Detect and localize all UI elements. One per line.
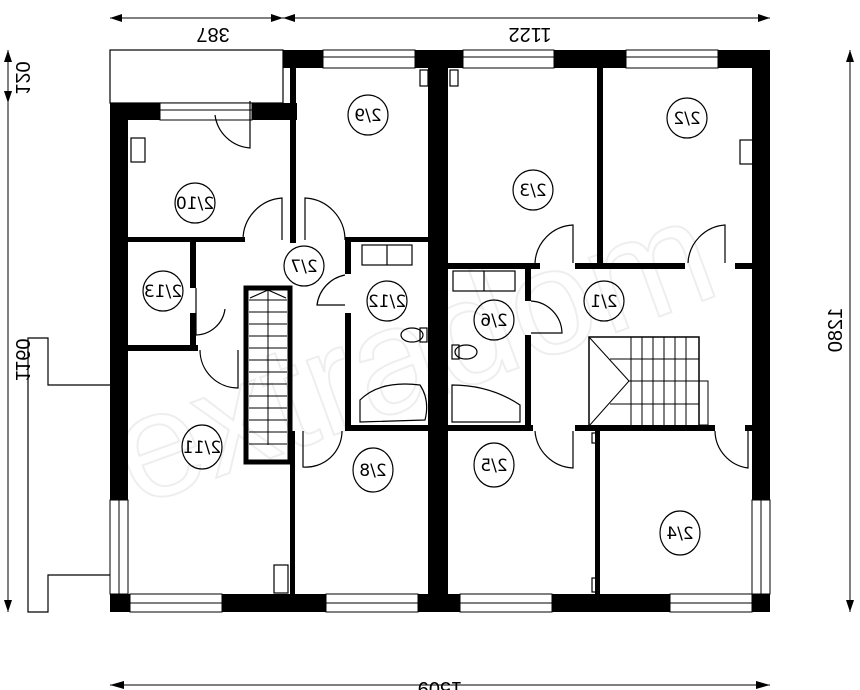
svg-text:2/3: 2/3 (519, 181, 546, 201)
svg-text:2/4: 2/4 (666, 524, 693, 544)
porch-outline (27, 337, 110, 613)
room-label-2-4: 2/4 (659, 510, 701, 556)
dim-left-top: 120 (11, 61, 33, 94)
room-label-2-6: 2/6 (473, 299, 515, 341)
dimension-lines (4, 14, 854, 689)
dim-left-main: 1160 (11, 338, 33, 381)
svg-text:2/5: 2/5 (480, 456, 507, 476)
interior-walls (128, 68, 752, 594)
svg-text:2/2: 2/2 (673, 109, 700, 129)
room-label-2-8: 2/8 (352, 447, 394, 493)
svg-text:2/10: 2/10 (176, 194, 214, 214)
staircase-left (243, 285, 293, 465)
svg-text:2/9: 2/9 (354, 106, 381, 126)
room-label-2-2: 2/2 (666, 97, 708, 139)
windows (109, 49, 771, 613)
room-labels: 2/9 2/10 2/7 2/13 2/12 2/11 2/8 2/3 2/2 … (142, 94, 708, 556)
staircase-right (588, 336, 709, 427)
svg-text:2/6: 2/6 (480, 311, 507, 331)
doors (195, 101, 749, 469)
bathroom-fixtures (359, 244, 521, 423)
svg-text:2/1: 2/1 (590, 292, 617, 312)
svg-text:2/13: 2/13 (144, 282, 182, 302)
room-label-2-7: 2/7 (283, 245, 325, 287)
dim-top-right: 1122 (508, 23, 551, 45)
room-label-2-12: 2/12 (366, 280, 408, 322)
svg-text:2/7: 2/7 (290, 257, 317, 277)
room-label-2-1: 2/1 (583, 280, 625, 322)
dim-bottom: 1509 (418, 677, 463, 690)
svg-text:2/12: 2/12 (368, 292, 406, 312)
room-label-2-10: 2/10 (174, 182, 216, 224)
svg-text:2/8: 2/8 (359, 461, 386, 481)
room-label-2-13: 2/13 (142, 270, 184, 312)
room-label-2-11: 2/11 (181, 424, 223, 470)
electrical-symbols (130, 69, 755, 594)
room-label-2-5: 2/5 (473, 442, 515, 488)
svg-text:2/11: 2/11 (183, 438, 221, 458)
dim-right: 1280 (825, 308, 847, 353)
balcony (109, 49, 284, 104)
room-label-2-9: 2/9 (347, 94, 389, 136)
dim-top-left: 387 (196, 23, 229, 45)
room-label-2-3: 2/3 (512, 169, 554, 211)
